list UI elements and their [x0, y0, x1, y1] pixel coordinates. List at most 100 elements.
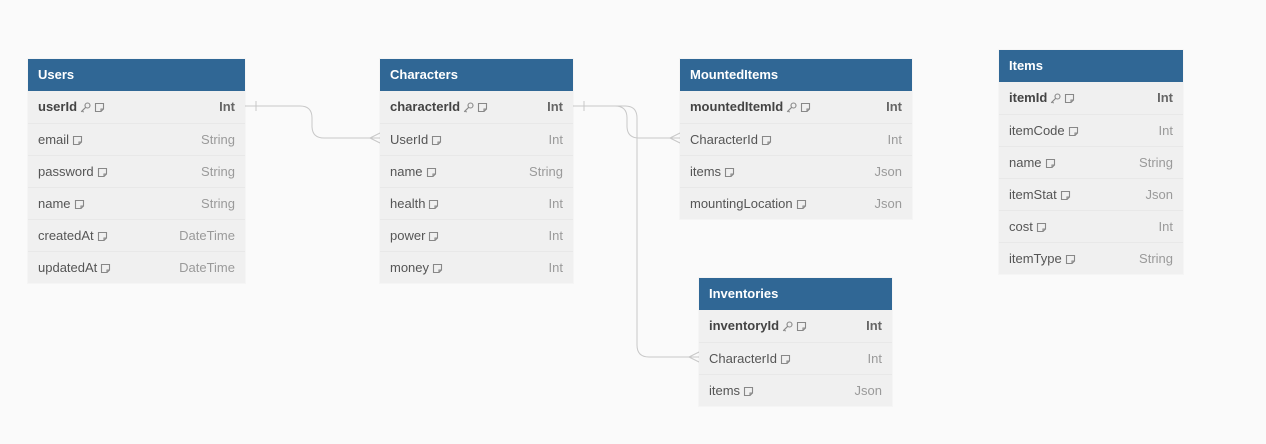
field-type: String — [1139, 155, 1173, 170]
note-icon[interactable] — [796, 188, 807, 220]
field-name: name — [38, 196, 71, 211]
field-row[interactable]: name String — [999, 146, 1183, 178]
note-icon[interactable] — [432, 252, 443, 284]
table-header[interactable]: Characters — [380, 59, 573, 91]
note-icon[interactable] — [1068, 115, 1079, 147]
note-icon[interactable] — [1064, 82, 1075, 114]
field-name-group: itemCode — [1009, 115, 1079, 147]
key-icon — [463, 91, 474, 123]
field-name-group: itemStat — [1009, 179, 1071, 211]
field-name: userId — [38, 99, 78, 114]
note-icon[interactable] — [428, 220, 439, 252]
note-icon[interactable] — [796, 310, 807, 342]
note-icon[interactable] — [761, 124, 772, 156]
note-icon[interactable] — [1065, 243, 1076, 275]
note-icon[interactable] — [428, 188, 439, 220]
note-icon[interactable] — [800, 91, 811, 123]
field-type: Json — [854, 383, 882, 398]
field-row[interactable]: itemType String — [999, 242, 1183, 274]
field-name-group: UserId — [390, 124, 442, 156]
field-type: Int — [547, 99, 563, 114]
field-name-group: name — [38, 188, 85, 220]
field-name: name — [390, 164, 423, 179]
field-name: items — [709, 383, 741, 398]
key-icon — [782, 310, 793, 342]
note-icon[interactable] — [426, 156, 437, 188]
field-row[interactable]: CharacterId Int — [699, 342, 892, 374]
note-icon[interactable] — [477, 91, 488, 123]
field-name: itemCode — [1009, 123, 1065, 138]
field-row[interactable]: characterId Int — [380, 91, 573, 123]
note-icon[interactable] — [724, 156, 735, 188]
field-name-group: name — [1009, 147, 1056, 179]
field-name-group: updatedAt — [38, 252, 111, 284]
field-row[interactable]: UserId Int — [380, 123, 573, 155]
field-row[interactable]: userId Int — [28, 91, 245, 123]
note-icon[interactable] — [100, 252, 111, 284]
note-icon[interactable] — [1045, 147, 1056, 179]
field-name: password — [38, 164, 94, 179]
field-name: name — [1009, 155, 1042, 170]
field-type: String — [1139, 251, 1173, 266]
field-type: Int — [548, 260, 563, 275]
note-icon[interactable] — [97, 156, 108, 188]
note-icon[interactable] — [97, 220, 108, 252]
note-icon[interactable] — [74, 188, 85, 220]
field-type: Int — [548, 132, 563, 147]
field-name-group: cost — [1009, 211, 1047, 243]
table-header[interactable]: MountedItems — [680, 59, 912, 91]
key-icon — [1050, 82, 1061, 114]
table-header[interactable]: Users — [28, 59, 245, 91]
note-icon[interactable] — [72, 124, 83, 156]
table-header[interactable]: Inventories — [699, 278, 892, 310]
field-name: items — [690, 164, 722, 179]
field-name-group: characterId — [390, 91, 488, 123]
field-type: Int — [867, 351, 882, 366]
field-name-group: inventoryId — [709, 310, 807, 342]
note-icon[interactable] — [1036, 211, 1047, 243]
field-name-group: createdAt — [38, 220, 108, 252]
note-icon[interactable] — [743, 375, 754, 407]
field-type: Int — [219, 99, 235, 114]
field-name: CharacterId — [709, 351, 777, 366]
field-name: email — [38, 132, 70, 147]
field-name-group: itemType — [1009, 243, 1076, 275]
note-icon[interactable] — [1060, 179, 1071, 211]
relation-users-characters — [245, 105, 380, 139]
field-name: itemId — [1009, 90, 1048, 105]
note-icon[interactable] — [431, 124, 442, 156]
note-icon[interactable] — [780, 343, 791, 375]
table-header[interactable]: Items — [999, 50, 1183, 82]
field-row[interactable]: items Json — [699, 374, 892, 406]
field-name-group: health — [390, 188, 439, 220]
note-icon[interactable] — [94, 91, 105, 123]
